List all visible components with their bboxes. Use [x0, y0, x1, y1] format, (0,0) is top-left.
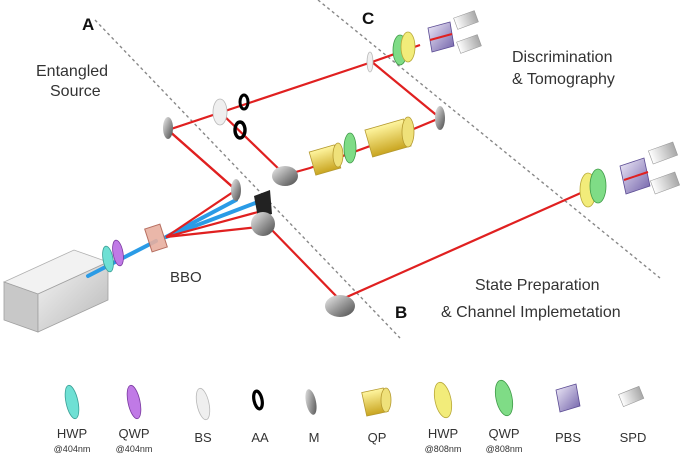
hwp-404-icon: [64, 384, 80, 420]
spd-b-1: [648, 141, 678, 165]
hwp-808-icon: [433, 381, 453, 419]
discrimination-caption-line2: & Tomography: [512, 71, 615, 88]
spd-c-1: [453, 10, 479, 30]
legend-sub: @808nm: [425, 444, 462, 454]
legend-label: QWP: [488, 426, 519, 441]
aperture-icon: [252, 389, 264, 411]
divider-c: [317, 0, 661, 279]
beam-splitter-icon: [195, 387, 211, 421]
aperture-1: [238, 93, 250, 111]
legend-label: AA: [251, 430, 269, 445]
legend-label: PBS: [555, 430, 581, 445]
qwp-808-icon: [494, 379, 514, 417]
discrimination-caption-line1: Discrimination: [512, 49, 612, 66]
pbs-icon: [555, 383, 581, 413]
legend-label: HWP: [57, 426, 87, 441]
bbo-label: BBO: [170, 269, 202, 286]
spd-icon: [618, 385, 645, 408]
spd-b-2: [650, 171, 680, 195]
quartz-plate-icon: [361, 387, 392, 417]
mirror-bottom: [325, 295, 355, 317]
bbo-crystal: [144, 223, 168, 253]
qwp-808-b: [589, 168, 607, 204]
legend-item-pbs: PBS: [555, 383, 581, 445]
legend-item-hwp-808: HWP @808nm: [425, 381, 462, 454]
preparation-caption-line1: State Preparation: [475, 277, 600, 294]
legend-item-aa: AA: [251, 389, 269, 445]
legend-label: SPD: [620, 430, 647, 445]
region-a-label: A: [82, 15, 94, 34]
mirror-lower: [272, 166, 298, 186]
region-c-label: C: [362, 9, 374, 28]
quartz-plate-2: [364, 116, 415, 158]
source-caption-line2: Source: [50, 83, 101, 100]
legend: HWP @404nm QWP @404nm BS AA M QP: [54, 379, 647, 454]
elements: [102, 10, 680, 317]
legend-label: QWP: [118, 426, 149, 441]
mirror-top-left: [163, 117, 173, 139]
spd-c-2: [456, 34, 482, 54]
mirror-right-middle: [435, 106, 445, 130]
hwp-808-c: [400, 31, 416, 63]
legend-label: BS: [194, 430, 212, 445]
mirror-c-small: [366, 51, 374, 73]
legend-item-bs: BS: [194, 387, 212, 445]
legend-label: M: [309, 430, 320, 445]
legend-sub: @404nm: [54, 444, 91, 454]
aperture-2: [233, 120, 247, 140]
legend-item-qwp-404: QWP @404nm: [116, 384, 153, 454]
legend-label: QP: [368, 430, 387, 445]
mirror-middle: [231, 179, 241, 201]
divider-a: [94, 19, 401, 339]
beam-splitter-lower: [251, 212, 275, 236]
legend-sub: @808nm: [486, 444, 523, 454]
quartz-plate-1: [308, 142, 344, 176]
hwp-404-main: [102, 245, 114, 273]
source-caption-line1: Entangled: [36, 63, 108, 80]
legend-item-qp: QP: [361, 387, 392, 445]
legend-item-hwp-404: HWP @404nm: [54, 384, 91, 454]
legend-item-qwp-808: QWP @808nm: [486, 379, 523, 454]
mirror-icon: [305, 389, 317, 415]
legend-item-spd: SPD: [618, 385, 647, 445]
beam-splitter-top: [212, 98, 228, 126]
legend-label: HWP: [428, 426, 458, 441]
prism-block: [254, 190, 272, 218]
qwp-404-icon: [126, 384, 142, 420]
qwp-808-main: [343, 132, 357, 164]
pump-laser: [2, 249, 110, 333]
region-b-label: B: [395, 303, 407, 322]
legend-sub: @404nm: [116, 444, 153, 454]
preparation-caption-line2: & Channel Implemetation: [441, 304, 621, 321]
region-dividers: [94, 0, 661, 339]
qwp-404-main: [112, 239, 124, 267]
legend-item-m: M: [305, 389, 320, 445]
